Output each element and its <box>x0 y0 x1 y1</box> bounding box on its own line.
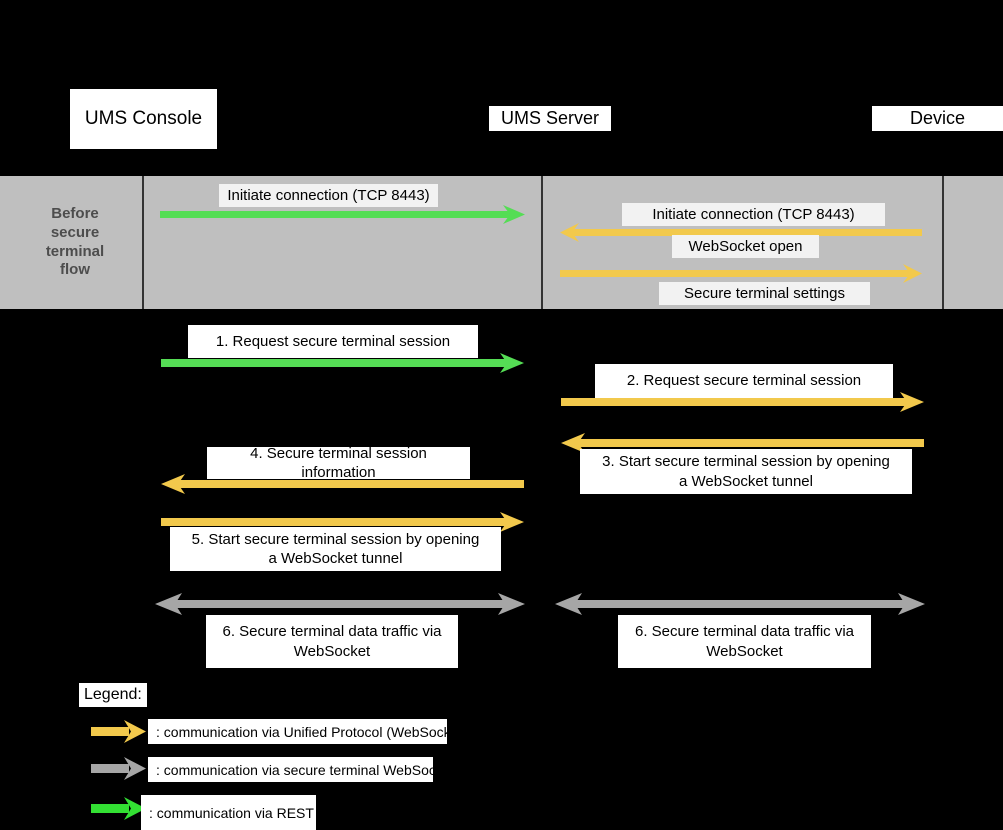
message-label-step-6-left: 6. Secure terminal data traffic via WebS… <box>206 615 458 668</box>
message-label-line-1: 6. Secure terminal data traffic via <box>635 623 854 640</box>
message-label-step-4: 4. Secure terminal session information <box>207 444 470 481</box>
legend-arrow-unified-icon <box>91 720 146 743</box>
participant-ums-console: UMS Console <box>70 89 217 149</box>
band-message-label-initiate-connection-console: Initiate connection (TCP 8443) <box>219 184 438 207</box>
arrow-step-4-unified-left <box>161 473 524 495</box>
legend-arrow-secure-icon <box>91 757 146 780</box>
band-divider-2 <box>541 176 543 309</box>
legend-item-label: : communication via REST <box>149 804 314 821</box>
message-label-step-5: 5. Start secure terminal session by open… <box>170 527 501 571</box>
message-label-text: 1. Request secure terminal session <box>215 332 451 350</box>
message-label-step-6-right: 6. Secure terminal data traffic via WebS… <box>618 615 871 668</box>
message-label-text: Initiate connection (TCP 8443) <box>227 186 430 204</box>
message-label-line-1: 4. Secure terminal session <box>250 444 427 462</box>
phase-band-label-line-2: secure <box>50 223 100 241</box>
message-label-line-2: a WebSocket tunnel <box>679 472 813 490</box>
legend-item-secure: : communication via secure terminal WebS… <box>148 757 455 782</box>
band-arrow-unified-right <box>560 264 922 284</box>
arrow-step-6-right-secure-both <box>555 592 925 616</box>
phase-band-label: Before secure terminal flow <box>8 176 142 309</box>
message-label-line-2: WebSocket <box>706 642 783 660</box>
message-label-text: Secure terminal settings <box>684 284 845 302</box>
band-arrow-rest-right <box>160 205 525 225</box>
participant-label: UMS Console <box>84 107 203 129</box>
participant-ums-server: UMS Server <box>489 106 611 131</box>
message-label-line-1: 6. Secure terminal data traffic via <box>222 623 442 640</box>
message-label-line-1: 3. Start secure terminal session by open… <box>602 453 890 470</box>
arrow-step-3-unified-left <box>561 432 924 454</box>
legend-item-label: : communication via Unified Protocol (We… <box>156 723 467 740</box>
arrow-step-1-rest-right <box>161 352 524 374</box>
legend-title: Legend: <box>79 683 147 707</box>
arrow-step-6-left-secure-both <box>155 592 525 616</box>
message-label-text: 2. Request secure terminal session <box>626 372 862 390</box>
phase-band-label-line-4: flow <box>60 261 90 279</box>
message-label-line-1: 5. Start secure terminal session by open… <box>191 530 480 548</box>
legend-arrow-rest-icon <box>91 797 146 820</box>
message-label-line-2: a WebSocket tunnel <box>268 550 403 567</box>
band-message-label-secure-terminal-settings: Secure terminal settings <box>659 282 870 305</box>
band-message-label-initiate-connection-device: Initiate connection (TCP 8443) <box>622 203 885 226</box>
participant-label: UMS Server <box>500 107 599 128</box>
legend-title-text: Legend: <box>84 686 142 703</box>
band-message-label-websocket-open: WebSocket open <box>672 235 819 258</box>
arrow-step-2-unified-right <box>561 391 924 413</box>
message-label-text: WebSocket open <box>688 237 803 255</box>
message-label-step-2: 2. Request secure terminal session <box>595 364 893 398</box>
phase-band-label-line-3: terminal <box>45 242 105 260</box>
message-label-text: Initiate connection (TCP 8443) <box>652 205 855 223</box>
legend-item-rest: : communication via REST <box>141 795 316 830</box>
legend-item-unified: : communication via Unified Protocol (We… <box>148 719 467 744</box>
phase-band-label-line-1: Before <box>51 205 99 222</box>
participant-label: Device <box>909 107 966 128</box>
band-divider-1 <box>142 176 144 309</box>
legend-item-label: : communication via secure terminal WebS… <box>156 761 455 778</box>
message-label-line-2: information <box>301 464 376 481</box>
band-arrow-unified-left <box>560 223 922 243</box>
band-divider-3 <box>942 176 944 309</box>
participant-device: Device <box>872 106 1003 131</box>
message-label-step-1: 1. Request secure terminal session <box>188 325 478 358</box>
message-label-line-2: WebSocket <box>293 642 371 660</box>
message-label-step-3: 3. Start secure terminal session by open… <box>580 449 912 494</box>
arrow-step-5-unified-right <box>161 511 524 533</box>
